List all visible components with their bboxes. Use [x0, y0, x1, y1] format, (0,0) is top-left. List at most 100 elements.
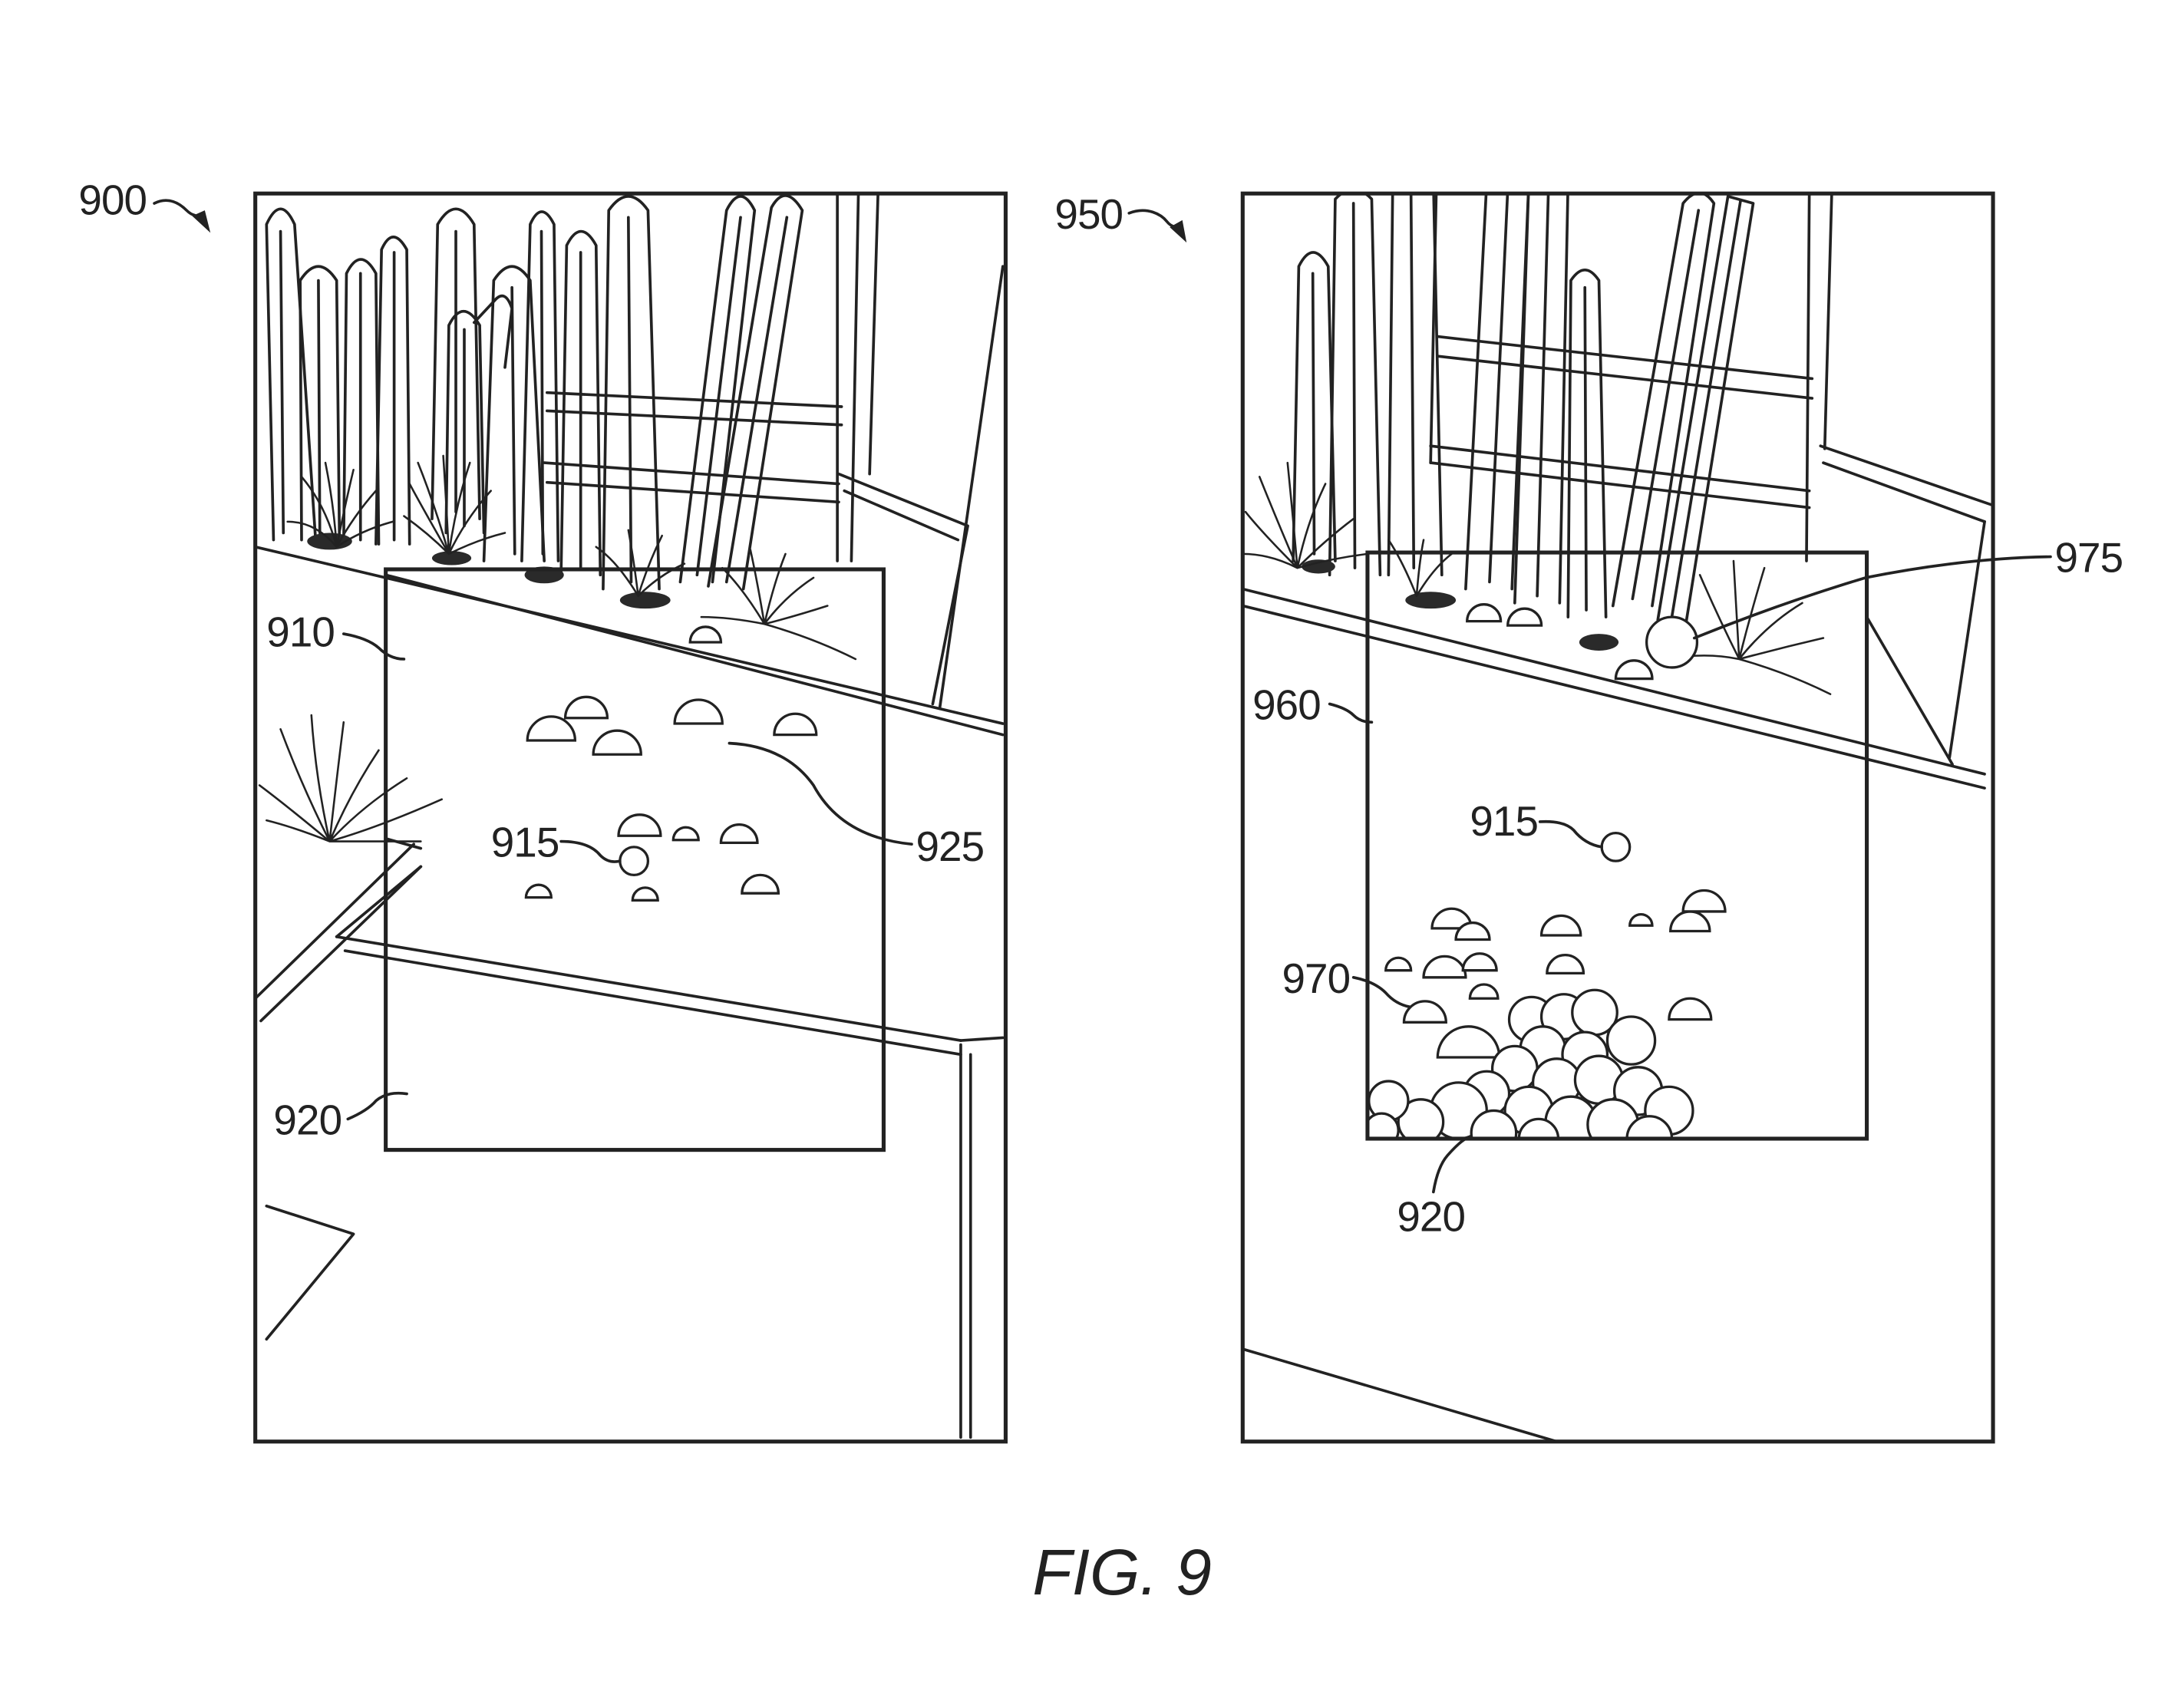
leader-915-right	[1538, 819, 1603, 849]
left-planter-edges	[255, 545, 1005, 1439]
cactus	[342, 258, 381, 546]
label-915-right: 915	[1470, 797, 1538, 845]
cactus	[1513, 193, 1569, 605]
leader-920-left	[346, 1091, 408, 1121]
right-grass	[1242, 461, 1832, 695]
target-point-marker	[1600, 831, 1632, 862]
rock	[1628, 913, 1654, 927]
grass-tuft	[258, 714, 444, 842]
leader-lines	[153, 199, 2052, 1194]
right-scene	[1242, 193, 1994, 1442]
cactus	[1611, 193, 1716, 608]
cactus	[559, 229, 602, 577]
rock	[563, 695, 609, 720]
label-920-right: 920	[1397, 1193, 1465, 1241]
figure-caption: FIG. 9	[1032, 1536, 1212, 1608]
rock	[1614, 659, 1654, 681]
cactus	[374, 236, 411, 546]
rock	[719, 823, 759, 845]
rock	[617, 813, 662, 837]
right-region-box	[1365, 550, 1869, 1141]
left-rocks	[524, 625, 818, 902]
grass-tuft	[1387, 539, 1453, 598]
rock	[688, 625, 723, 644]
leader-925	[728, 741, 913, 846]
rock	[1436, 1025, 1501, 1059]
rock	[1384, 956, 1413, 972]
left-scene	[255, 193, 1005, 1439]
rock	[524, 883, 553, 899]
right-edge-rocks	[1466, 603, 1699, 681]
label-915-left: 915	[491, 819, 559, 866]
left-grass	[258, 454, 857, 842]
arrowhead-950	[1170, 219, 1187, 243]
rock	[1461, 952, 1498, 972]
label-970: 970	[1282, 955, 1350, 1002]
leader-975	[1692, 555, 2052, 640]
cactus	[520, 210, 560, 562]
rock	[1669, 910, 1711, 933]
label-920-left: 920	[273, 1096, 342, 1144]
rock	[631, 886, 659, 902]
label-975: 975	[2054, 534, 2123, 582]
left-window-frame	[543, 193, 1005, 710]
grass-tuft	[1668, 559, 1832, 695]
rock	[1402, 1000, 1447, 1024]
rock	[671, 826, 700, 842]
leader-970	[1351, 976, 1411, 1009]
cactus	[444, 310, 486, 535]
rock	[1539, 914, 1582, 937]
label-910: 910	[266, 608, 335, 656]
rock	[1546, 954, 1585, 974]
cactus	[1328, 193, 1382, 577]
rock	[773, 712, 818, 737]
label-900: 900	[78, 176, 147, 224]
rock	[1645, 615, 1699, 669]
rock	[1605, 1015, 1657, 1066]
rock	[1681, 889, 1727, 913]
rock	[1466, 603, 1503, 623]
cactus	[1566, 269, 1608, 618]
rock	[1668, 997, 1713, 1021]
cactus	[265, 207, 318, 542]
rock	[1468, 983, 1500, 1000]
rock	[1470, 1109, 1518, 1139]
grass-tuft	[700, 549, 857, 661]
rock	[1397, 1098, 1445, 1139]
label-925: 925	[916, 823, 984, 870]
label-960: 960	[1252, 681, 1321, 729]
cactus	[678, 195, 757, 584]
cactus	[299, 265, 342, 542]
rock	[1422, 955, 1467, 979]
cactus	[1387, 193, 1444, 577]
rock	[673, 698, 724, 725]
leader-960	[1328, 702, 1374, 724]
cactus	[602, 195, 661, 591]
rock	[741, 873, 780, 895]
left-cacti	[265, 194, 804, 591]
grass-tuft	[1242, 461, 1369, 569]
left-panel	[253, 191, 1008, 1444]
arrowhead-900	[192, 210, 211, 233]
cactus	[1464, 193, 1530, 591]
right-panel	[1240, 191, 1995, 1444]
grass-tuft	[595, 529, 686, 598]
target-point-marker	[619, 846, 650, 877]
rock	[526, 715, 577, 742]
cactus	[1656, 195, 1755, 626]
leader-915-left	[559, 839, 622, 863]
right-panel-frame	[1240, 191, 1995, 1444]
right-cacti	[1292, 193, 1755, 626]
cactus	[482, 265, 546, 562]
cactus	[1292, 251, 1337, 562]
grass-tuft	[403, 454, 506, 556]
leader-920-right	[1432, 1137, 1467, 1194]
rock	[592, 729, 642, 756]
rock	[1454, 921, 1491, 941]
cactus	[707, 194, 804, 591]
right-rock-cluster	[1367, 889, 1727, 1139]
left-region-box	[384, 567, 886, 1152]
left-panel-frame	[253, 191, 1008, 1444]
rock	[1506, 607, 1543, 627]
